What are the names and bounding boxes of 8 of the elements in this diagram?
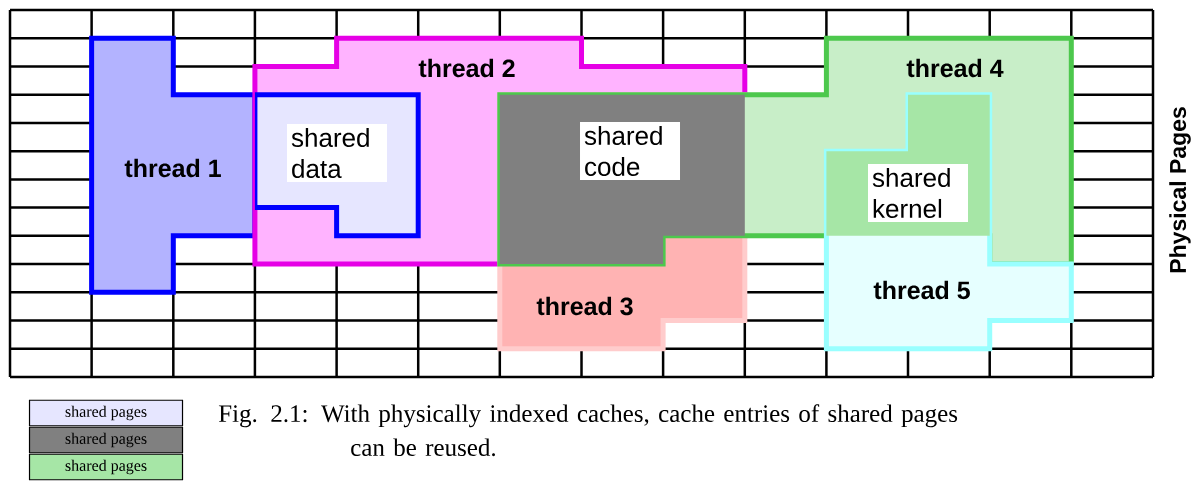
shared-region: shared data — [254, 92, 421, 239]
axis-label: Physical Pages — [1169, 107, 1191, 273]
shared-region: shared code — [499, 94, 745, 265]
legend-item: shared pages — [28, 399, 184, 427]
shared-region: shared kernel — [826, 94, 990, 236]
figure-caption: Fig. 2.1: With physically indexed caches, cache entries of shared pages can be reused. — [218, 404, 958, 457]
legend-item: shared pages — [28, 426, 184, 454]
legend-item: shared pages — [28, 453, 184, 481]
